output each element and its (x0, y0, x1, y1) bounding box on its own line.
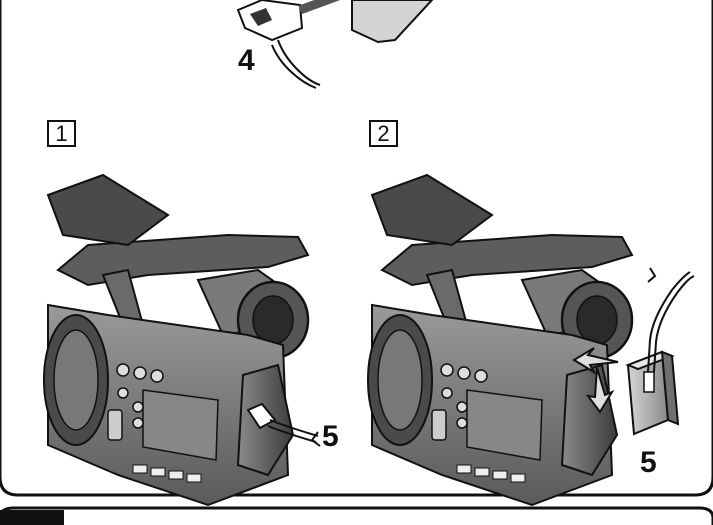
top-callout: 4 (238, 44, 255, 77)
step-label-1: 1 (55, 121, 67, 146)
dc-plug-1-icon (246, 402, 321, 447)
top-adapter-illustration (236, 0, 434, 89)
camcorder-2-icon (366, 173, 634, 507)
step-box-1 (47, 120, 76, 147)
step-box-2 (369, 120, 398, 147)
attach-arrow-icon (572, 347, 619, 375)
panel-1: 1 5 (42, 120, 339, 507)
callout-5-panel-1: 5 (322, 420, 339, 453)
callout-5-panel-2: 5 (640, 446, 657, 479)
panel-2: 2 5 (366, 120, 695, 507)
illustration-frame (0, 0, 713, 497)
camcorder-1-icon (42, 173, 310, 507)
next-section-bar (0, 506, 713, 525)
step-label-2: 2 (377, 121, 389, 146)
slide-down-arrow-icon (585, 367, 615, 414)
dc-adaptor-icon (625, 267, 695, 436)
